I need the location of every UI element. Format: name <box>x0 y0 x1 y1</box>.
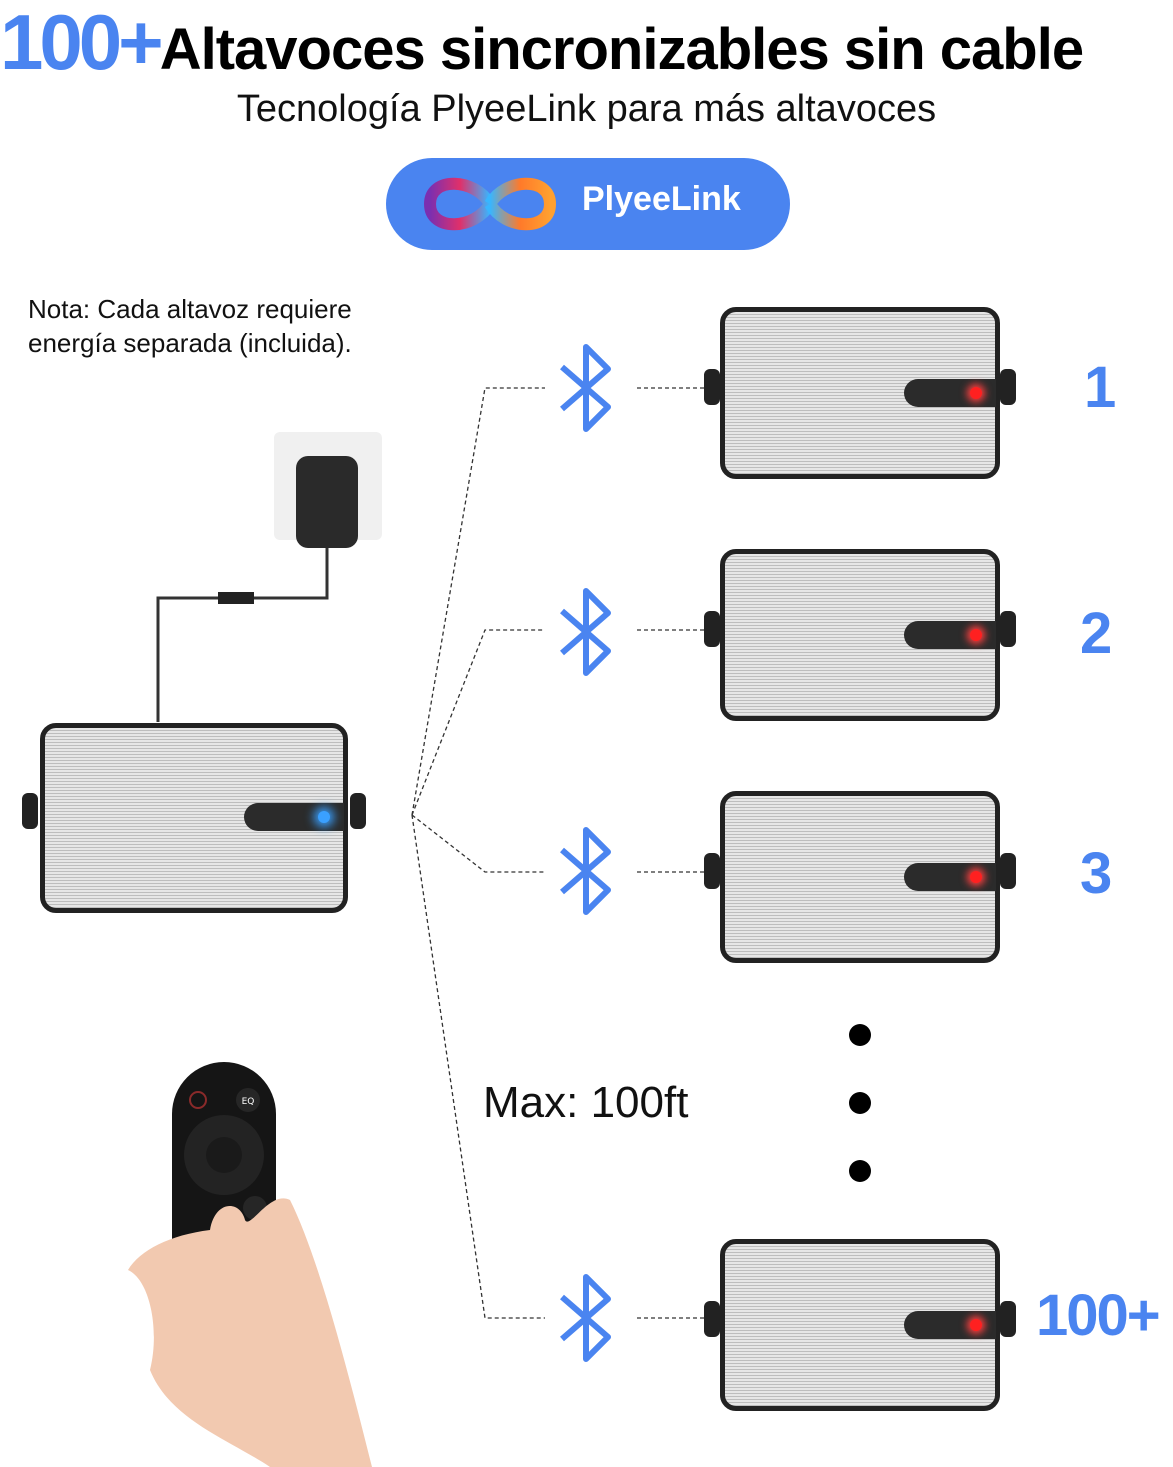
headline: 100+Altavoces sincronizables sin cable <box>0 2 1173 90</box>
link-line-1 <box>411 387 545 816</box>
ellipsis-dot <box>849 1092 871 1114</box>
speaker-count-label: 3 <box>1080 841 1113 906</box>
headline-number: 100+ <box>0 0 164 86</box>
speaker-2 <box>704 549 1016 721</box>
badge-label: PlyeeLink <box>582 180 741 218</box>
speaker-100 <box>704 1239 1016 1411</box>
infinity-logo-icon <box>423 177 557 231</box>
ellipsis-dot <box>849 1160 871 1182</box>
ellipsis-dot <box>849 1024 871 1046</box>
bluetooth-icon <box>560 344 611 432</box>
note-line-2: energía separada (incluida). <box>28 328 352 358</box>
speaker-count-label: 100+ <box>1036 1283 1161 1348</box>
main-speaker <box>22 723 366 913</box>
note-line-1: Nota: Cada altavoz requiere <box>28 294 352 324</box>
power-adapter <box>156 432 382 722</box>
remote-control: EQ <box>128 1062 372 1467</box>
speaker-1 <box>704 307 1016 479</box>
speaker-count-label: 1 <box>1084 355 1117 420</box>
max-range-label: Max: 100ft <box>483 1078 689 1127</box>
bluetooth-icon <box>560 588 611 676</box>
bluetooth-icon <box>560 1274 611 1362</box>
link-line-4 <box>411 814 545 1319</box>
bluetooth-icon <box>560 827 611 915</box>
speaker-3 <box>704 791 1016 963</box>
subtitle: Tecnología PlyeeLink para más altavoces <box>236 88 937 130</box>
plyeelink-badge: PlyeeLink <box>386 158 790 250</box>
power-note: Nota: Cada altavoz requiere energía sepa… <box>28 292 352 360</box>
svg-text:EQ: EQ <box>242 1097 255 1107</box>
speaker-count-label: 2 <box>1080 601 1113 666</box>
link-line-2 <box>411 629 545 816</box>
link-line-3 <box>411 814 545 873</box>
headline-text: Altavoces sincronizables sin cable <box>159 17 1084 82</box>
